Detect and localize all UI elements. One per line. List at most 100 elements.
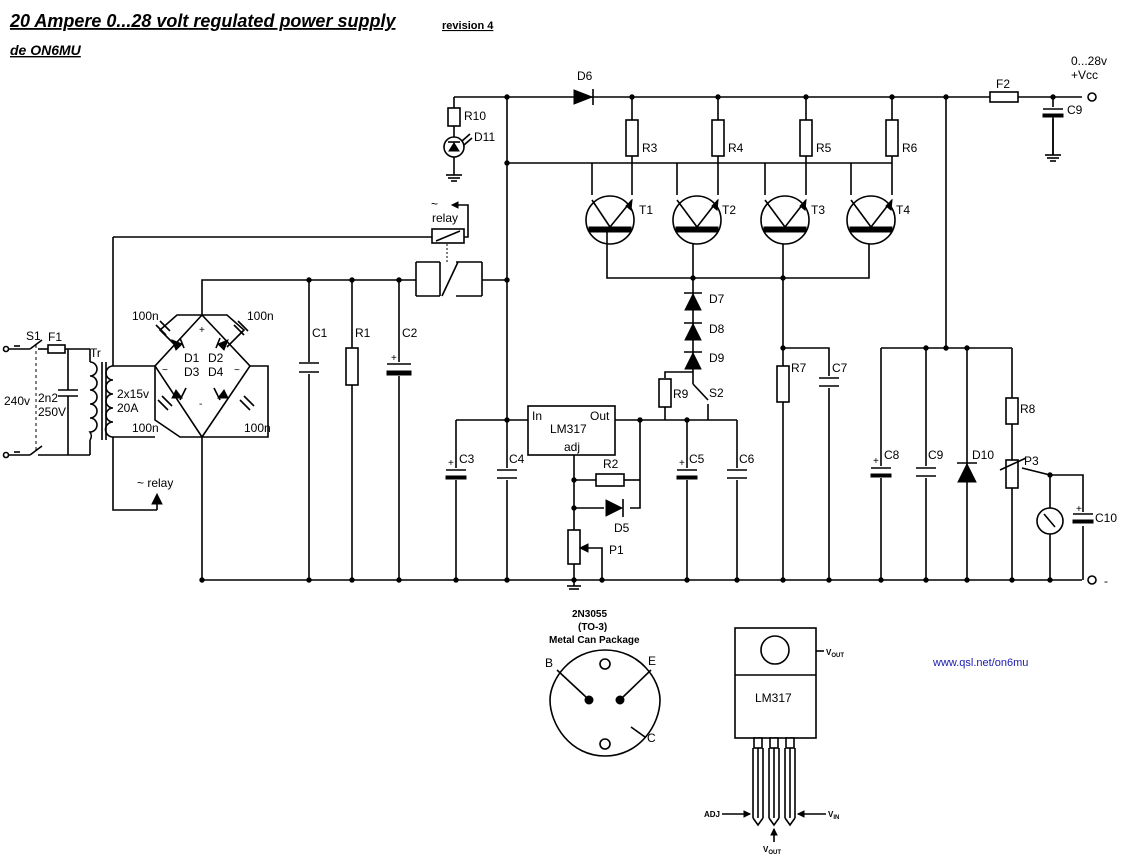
pkg-lm317-vin: VIN — [828, 810, 839, 821]
mains-voltage-label: 240v — [4, 394, 30, 408]
cap-100n-tl-label: 100n — [132, 309, 159, 323]
fuse-f1-label: F1 — [48, 330, 62, 344]
cap-c10-label: C10 — [1095, 511, 1117, 525]
wires — [8, 96, 1084, 581]
bridge-ac-left-label: ~ — [162, 365, 168, 376]
pkg-2n3055-collector: C — [647, 731, 656, 745]
relay-coil-label: ~ relay — [137, 476, 173, 490]
resistor-r6-label: R6 — [902, 141, 918, 155]
resistor-r7-label: R7 — [791, 361, 807, 375]
transformer-label: Tr — [90, 346, 101, 360]
lm317-adj-label: adj — [564, 440, 580, 454]
cap-250v-label: 250V — [38, 405, 66, 419]
diagram-title: 20 Ampere 0...28 volt regulated power su… — [9, 11, 396, 31]
svg-text:+: + — [448, 458, 454, 469]
cap-2n2-label: 2n2 — [38, 391, 58, 405]
r9-s2: R9 S2 — [658, 378, 724, 408]
diode-string: D7 D8 D9 — [684, 292, 725, 370]
bridge-plus-label: + — [199, 325, 205, 336]
bridge-ac-right-label: ~ — [234, 365, 240, 376]
relay-label: relay — [432, 211, 458, 225]
pkg-2n3055-emitter: E — [648, 654, 656, 668]
pkg-2n3055-base: B — [545, 656, 553, 670]
cap-c9b-label: C9 — [928, 448, 944, 462]
emitter-resistors: R3 R4 R5 R6 — [625, 119, 918, 157]
output-caps: + C5 C6 — [676, 452, 755, 480]
cap-c9-label: C9 — [1067, 103, 1083, 117]
adj-network: R2 D5 P1 — [567, 457, 630, 590]
mains-input: S1 F1 240v 2n2 250V — [2, 329, 78, 459]
fuse-f2-label: F2 — [996, 77, 1010, 91]
transistor-t3-label: T3 — [811, 203, 825, 217]
cap-c8-label: C8 — [884, 448, 900, 462]
package-lm317: LM317 VOUT ADJ VIN VOUT — [704, 627, 844, 856]
secondary-voltage-label: 2x15v — [117, 387, 149, 401]
output-voltage-label: 0...28v — [1071, 54, 1107, 68]
cap-c2-plus: + — [391, 353, 397, 364]
transistor-t4: T4 — [846, 195, 910, 245]
transistor-t3: T3 — [760, 195, 825, 245]
bridge-minus-label: - — [199, 399, 202, 410]
cap-c3-label: C3 — [459, 452, 475, 466]
resistor-r8-label: R8 — [1020, 402, 1036, 416]
author-label: de ON6MU — [10, 42, 82, 58]
cap-c4-label: C4 — [509, 452, 525, 466]
filter-section: C1 R1 + C2 — [298, 326, 418, 386]
diode-d8-label: D8 — [709, 322, 725, 336]
diode-d6: D6 — [573, 69, 594, 105]
r7-c7: R7 C7 — [776, 361, 848, 403]
transformer-tr: Tr 2x15v 20A — [88, 346, 149, 441]
cap-100n-bl-label: 100n — [132, 421, 159, 435]
led-indicator: R10 D11 — [443, 107, 495, 182]
lm317-in-label: In — [532, 409, 542, 423]
pkg-2n3055-case: (TO-3) — [578, 622, 607, 633]
led-d11-label: D11 — [474, 130, 495, 144]
diode-d1-label: D1 — [184, 351, 200, 365]
lm317-name-label: LM317 — [550, 422, 587, 436]
pkg-lm317-vout-top: VOUT — [826, 648, 844, 659]
transistor-t1-label: T1 — [639, 203, 653, 217]
cap-c5-label: C5 — [689, 452, 705, 466]
svg-text:+: + — [1076, 504, 1082, 515]
cap-100n-br-label: 100n — [244, 421, 271, 435]
secondary-current-label: 20A — [117, 401, 138, 415]
bridge-rectifier: 100n 100n 100n 100n D1 D2 D3 D4 + - ~ ~ — [132, 309, 274, 439]
revision-label: revision 4 — [442, 20, 494, 32]
transistor-t2-label: T2 — [722, 203, 736, 217]
pkg-lm317-name: LM317 — [755, 691, 792, 705]
cap-c2-label: C2 — [402, 326, 418, 340]
diode-d9-label: D9 — [709, 351, 725, 365]
diode-d2-label: D2 — [208, 351, 224, 365]
resistor-r5-label: R5 — [816, 141, 832, 155]
pkg-2n3055-desc: Metal Can Package — [549, 635, 640, 646]
svg-text:+: + — [873, 456, 879, 467]
diode-d10-label: D10 — [972, 448, 994, 462]
transistor-t4-label: T4 — [896, 203, 910, 217]
cap-c7-label: C7 — [832, 361, 848, 375]
resistor-r3-label: R3 — [642, 141, 658, 155]
output-vcc-label: +Vcc — [1071, 68, 1098, 82]
switch-s1-label: S1 — [26, 329, 41, 343]
lm317-out-label: Out — [590, 409, 610, 423]
diode-d6-label: D6 — [577, 69, 593, 83]
resistor-r9-label: R9 — [673, 387, 689, 401]
pkg-2n3055-name: 2N3055 — [572, 609, 607, 620]
pot-p1-label: P1 — [609, 543, 624, 557]
cap-100n-tr-label: 100n — [247, 309, 274, 323]
diode-d5-label: D5 — [614, 521, 630, 535]
input-caps: + C3 C4 — [445, 452, 525, 480]
svg-text:+: + — [679, 458, 685, 469]
output-terminals: F2 C9 0...28v +Vcc - — [989, 54, 1108, 588]
pkg-lm317-vout-bottom: VOUT — [763, 845, 781, 856]
resistor-r4-label: R4 — [728, 141, 744, 155]
cap-c1-label: C1 — [312, 326, 328, 340]
lm317-regulator: In Out LM317 adj — [527, 405, 616, 456]
diode-d4-label: D4 — [208, 365, 224, 379]
output-section: + C8 C9 D10 R8 P3 + C10 — [870, 397, 1117, 535]
power-transistors: T1 T2 T3 T4 — [585, 195, 910, 245]
relay-ac-label: ~ — [431, 197, 438, 211]
package-2n3055: 2N3055 (TO-3) Metal Can Package B E C — [545, 609, 661, 757]
website-link[interactable]: www.qsl.net/on6mu — [932, 657, 1028, 669]
output-minus-label: - — [1104, 574, 1108, 588]
